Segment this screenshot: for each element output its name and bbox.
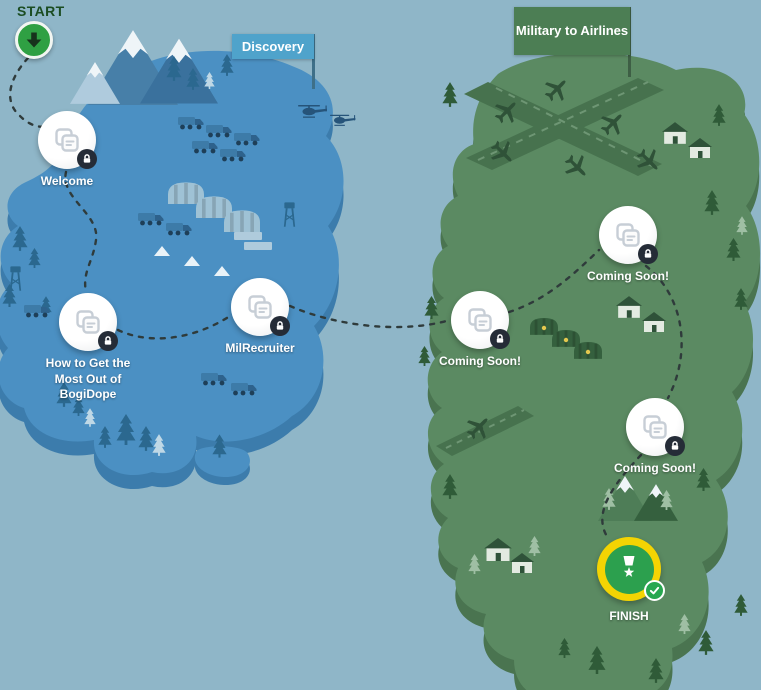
- runway-centerline: [495, 87, 653, 167]
- pine-tree-icon: [418, 346, 431, 366]
- runway: [436, 406, 534, 456]
- route-segment: [116, 314, 232, 340]
- lesson-cards-icon: [643, 415, 667, 439]
- lesson-cards-icon: [248, 295, 272, 319]
- route-segment: [288, 304, 452, 329]
- lock-icon: [638, 244, 658, 264]
- checkmark-icon: [644, 580, 665, 601]
- lesson-cards-icon: [55, 128, 79, 152]
- node-label: Coming Soon!: [614, 461, 696, 475]
- flag-discovery: Discovery: [232, 34, 314, 59]
- node-welcome[interactable]: Welcome: [38, 111, 97, 188]
- barracks-icon: [234, 232, 262, 240]
- lock-icon: [270, 316, 290, 336]
- route-path: [8, 56, 683, 540]
- node-coming-soon-1[interactable]: Coming Soon!: [439, 291, 521, 368]
- hangar-icon: [168, 182, 204, 204]
- node-how-to-bogidope[interactable]: How to Get the Most Out of BogiDope: [46, 293, 130, 401]
- route-segment: [507, 248, 601, 314]
- flag-pole: [312, 34, 315, 89]
- node-label: FINISH: [609, 609, 649, 623]
- lesson-circle[interactable]: [59, 293, 118, 351]
- lesson-circle[interactable]: [451, 291, 510, 349]
- helicopter-icon: [330, 114, 356, 126]
- hangar-icon: [224, 210, 260, 232]
- pine-tree-icon: [734, 594, 748, 616]
- runway-centerline: [445, 409, 525, 449]
- arrow-down-icon: [26, 32, 42, 48]
- lock-icon: [665, 436, 685, 456]
- lock-icon: [98, 331, 118, 351]
- node-coming-soon-2[interactable]: Coming Soon!: [587, 206, 669, 283]
- node-finish[interactable]: FINISH: [597, 537, 665, 623]
- route-segment: [8, 56, 49, 128]
- lesson-circle[interactable]: [231, 278, 290, 336]
- lesson-cards-icon: [616, 223, 640, 247]
- node-label: Coming Soon!: [587, 269, 669, 283]
- pine-tree-icon: [442, 82, 458, 107]
- hangar-light: [585, 349, 591, 355]
- route-segment: [644, 264, 683, 400]
- island-military: [427, 52, 761, 690]
- military-decor: [418, 72, 748, 683]
- flag-military: Military to Airlines: [514, 7, 630, 55]
- lesson-circle[interactable]: [599, 206, 658, 264]
- node-milrecruiter[interactable]: MilRecruiter: [225, 278, 295, 355]
- node-coming-soon-3[interactable]: Coming Soon!: [614, 398, 696, 475]
- finish-circle[interactable]: [597, 537, 665, 601]
- hangar-icon: [196, 196, 232, 218]
- hangar-light: [541, 325, 547, 331]
- lesson-circle[interactable]: [626, 398, 685, 456]
- hangar-light: [563, 337, 569, 343]
- lesson-cards-icon: [468, 308, 492, 332]
- lesson-cards-icon: [76, 310, 100, 334]
- start-button[interactable]: [15, 21, 53, 59]
- node-label: Welcome: [40, 174, 94, 188]
- lock-icon: [77, 149, 97, 169]
- node-label: How to Get the Most Out of BogiDope: [45, 356, 131, 402]
- route-segment: [601, 453, 643, 540]
- medal-icon: [623, 556, 635, 577]
- node-label: Coming Soon!: [439, 354, 521, 368]
- barracks-icon: [244, 242, 272, 250]
- discovery-decor: [2, 30, 356, 458]
- start-label: START: [17, 3, 65, 19]
- lesson-circle[interactable]: [38, 111, 97, 169]
- islet: [194, 446, 250, 478]
- lock-icon: [490, 329, 510, 349]
- node-label: MilRecruiter: [225, 341, 295, 355]
- route-segment: [64, 170, 98, 294]
